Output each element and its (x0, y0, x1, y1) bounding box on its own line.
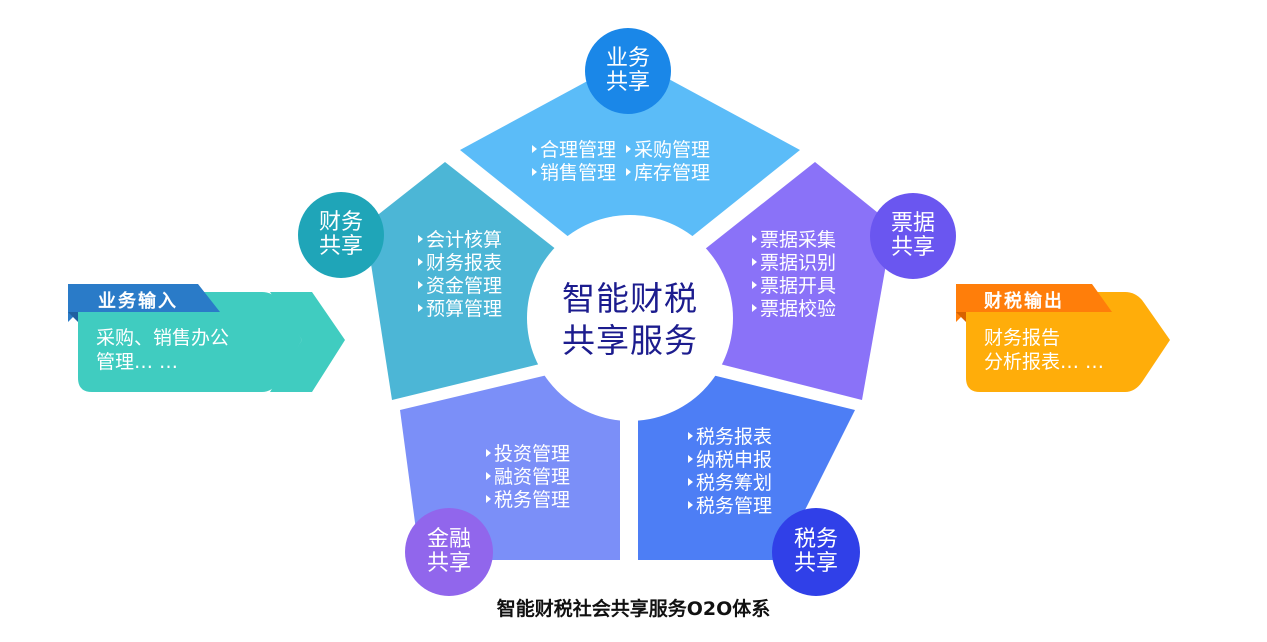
list-item: 税务管理 (486, 489, 570, 512)
list-item: 库存管理 (626, 162, 710, 185)
list-item: 销售管理 (532, 162, 616, 185)
badge-label-line2: 共享 (890, 235, 935, 260)
list-item: 票据识别 (752, 252, 836, 275)
output-body: 财务报告 分析报表… … (984, 326, 1104, 374)
list-item: 票据采集 (752, 229, 836, 252)
output-body-line1: 财务报告 (984, 327, 1061, 349)
output-title: 财税输出 (984, 291, 1064, 312)
invoice-items: 票据采集 票据识别 票据开具 票据校验 (752, 229, 836, 321)
financing-items: 投资管理 融资管理 税务管理 (486, 443, 570, 512)
badge-finance: 财务共享 (298, 192, 384, 278)
badge-financing: 金融共享 (405, 508, 493, 596)
list-item: 财务报表 (418, 252, 502, 275)
list-item: 融资管理 (486, 466, 570, 489)
list-item: 采购管理 (626, 139, 710, 162)
tax-items: 税务报表 纳税申报 税务筹划 税务管理 (688, 426, 772, 518)
list-item: 税务管理 (688, 495, 772, 518)
list-item: 合理管理 (532, 139, 616, 162)
input-body-line1: 采购、销售办公 (96, 327, 230, 349)
input-body-line2: 管理… … (96, 351, 179, 373)
input-arrow (68, 284, 345, 392)
list-item: 投资管理 (486, 443, 570, 466)
input-title: 业务输入 (98, 291, 178, 312)
list-item: 票据校验 (752, 298, 836, 321)
output-body-line2: 分析报表… … (984, 351, 1105, 373)
business-items: 合理管理 采购管理 销售管理 库存管理 (532, 139, 710, 185)
badge-label-line2: 共享 (426, 551, 471, 576)
center-title-line2: 共享服务 (562, 321, 698, 360)
list-item: 票据开具 (752, 275, 836, 298)
badge-label-line2: 共享 (605, 70, 650, 95)
badge-label-line1: 票据 (890, 211, 935, 236)
badge-label-line2: 共享 (793, 551, 838, 576)
center-title-line1: 智能财税 (562, 279, 698, 318)
list-item: 资金管理 (418, 275, 502, 298)
badge-label-line1: 金融 (426, 527, 471, 552)
list-item: 税务报表 (688, 426, 772, 449)
badge-label-line1: 财务 (318, 210, 363, 235)
badge-label-line1: 税务 (793, 527, 838, 552)
input-body: 采购、销售办公 管理… … (96, 326, 229, 374)
badge-label-line1: 业务 (605, 46, 650, 71)
badge-tax: 税务共享 (772, 508, 860, 596)
list-item: 纳税申报 (688, 449, 772, 472)
badge-invoice: 票据共享 (870, 193, 956, 279)
list-item: 税务筹划 (688, 472, 772, 495)
list-item: 预算管理 (418, 298, 502, 321)
badge-label-line2: 共享 (318, 234, 363, 259)
badge-business: 业务共享 (585, 28, 671, 114)
output-arrow (956, 284, 1170, 392)
diagram-caption: 智能财税社会共享服务O2O体系 (496, 598, 771, 620)
finance-items: 会计核算 财务报表 资金管理 预算管理 (418, 229, 502, 321)
center-title: 智能财税 共享服务 (530, 278, 730, 362)
list-item: 会计核算 (418, 229, 502, 252)
center-circle (527, 215, 733, 421)
